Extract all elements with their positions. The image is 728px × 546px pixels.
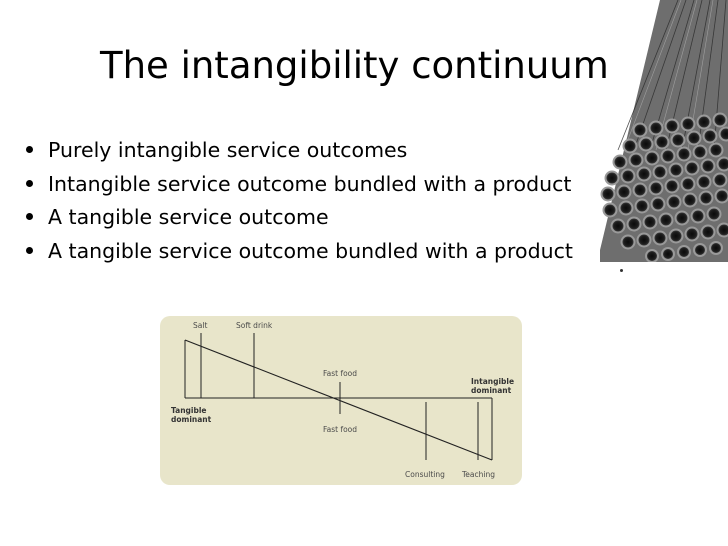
bullet-dot-icon (26, 179, 33, 187)
bullet-dot-icon (26, 246, 33, 254)
label-salt: Salt (193, 321, 207, 330)
slide-title: The intangibility continuum (100, 44, 609, 87)
bullet-item: A tangible service outcome bundled with … (22, 237, 573, 271)
continuum-diagram: Salt Soft drink Fast food Fast food Tang… (160, 316, 522, 485)
continuum-diagonal (184, 339, 493, 461)
steel-pipes-icon (600, 0, 728, 272)
label-tangible-line2: dominant (171, 415, 212, 424)
stray-dot (620, 269, 623, 272)
label-teaching: Teaching (461, 470, 495, 479)
bullet-dot-icon (26, 146, 33, 153)
label-intangible-line1: Intangible (471, 377, 514, 386)
label-fast-food-top: Fast food (323, 369, 357, 378)
label-tangible-line1: Tangible (171, 406, 207, 415)
label-consulting: Consulting (405, 470, 445, 479)
continuum-diagram-svg: Salt Soft drink Fast food Fast food Tang… (160, 316, 522, 485)
steel-pipes-image (600, 0, 728, 272)
bullet-dot-icon (26, 213, 33, 220)
label-fast-food-bottom: Fast food (323, 425, 357, 434)
label-soft-drink: Soft drink (236, 321, 273, 330)
label-intangible-line2: dominant (471, 386, 512, 395)
bullet-item: Intangible service outcome bundled with … (22, 170, 573, 204)
bullet-item: A tangible service outcome (22, 203, 573, 237)
bullet-item: Purely intangible service outcomes (22, 136, 573, 170)
bullet-list: Purely intangible service outcomes Intan… (22, 136, 573, 270)
